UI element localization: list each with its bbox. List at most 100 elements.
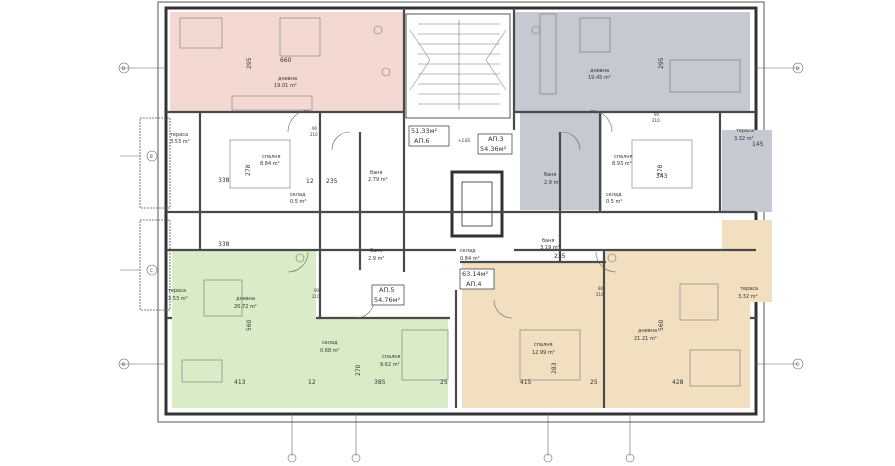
interior-walls xyxy=(166,8,756,408)
apt6-label: АП.6 xyxy=(414,137,430,145)
dim-210b: 210 xyxy=(652,118,660,123)
dim-428: 428 xyxy=(672,379,684,386)
dim-90a: 90 xyxy=(312,126,318,131)
apt4-area: 63.14м² xyxy=(462,270,489,278)
dim-343: 343 xyxy=(656,173,668,180)
elevator-car xyxy=(461,181,493,227)
apt6-tag-box xyxy=(408,125,450,147)
room-apt4-living-name: дневна xyxy=(638,328,657,334)
room-apt3-bedroom-area: 8.93 m² xyxy=(612,161,632,167)
room-apt5-living-area: 20.72 m² xyxy=(234,304,257,310)
room-apt3-bath-name: баня xyxy=(544,172,556,178)
room-apt6-terrace-area: 3.53 m² xyxy=(170,139,190,145)
room-apt3-bedroom-name: спалня xyxy=(614,154,633,160)
dim-12a: 12 xyxy=(306,178,314,185)
apt4-tag-box xyxy=(459,268,495,290)
room-apt6-bedroom-area: 8.84 m² xyxy=(260,161,280,167)
apt5-terrace xyxy=(139,219,171,311)
apt3-tag-box xyxy=(477,133,513,155)
room-apt5-terrace-name: тераса xyxy=(168,288,186,294)
apt6-area: 51.33м² xyxy=(411,127,438,135)
axis-right-top: D xyxy=(796,66,799,71)
dim-270: 270 xyxy=(355,364,362,376)
dim-235b: 235 xyxy=(554,253,566,260)
dim-210c: 210 xyxy=(312,294,320,299)
dim-210a: 210 xyxy=(310,132,318,137)
apt3-area: 54.36м² xyxy=(480,145,507,153)
dim-210d: 210 xyxy=(596,292,604,297)
axis-left-bottom: B xyxy=(122,362,125,367)
axis-left-top: D xyxy=(122,66,125,71)
room-apt3-terrace-area: 3.32 m² xyxy=(734,136,754,142)
apt6-living-fill xyxy=(170,12,404,112)
apt5-bedroom-fill xyxy=(316,318,448,408)
dim-25b: 25 xyxy=(590,379,598,386)
dim-25a: 25 xyxy=(440,379,448,386)
elevator-shaft xyxy=(450,170,504,238)
room-apt3-living-area: 19.45 m² xyxy=(588,75,611,81)
bottom-axes xyxy=(287,414,635,463)
axis-right-bottom: C xyxy=(796,362,799,367)
room-apt3-storage-name: склад xyxy=(606,192,622,198)
dim-278a: 278 xyxy=(245,164,252,176)
room-apt6-storage-area: 0.5 m² xyxy=(290,199,306,205)
room-apt5-bedroom-name: спалня xyxy=(382,354,401,360)
room-apt6-bedroom-name: спалня xyxy=(262,154,281,160)
room-apt3-storage-area: 0.5 m² xyxy=(606,199,622,205)
dim-90b: 90 xyxy=(654,112,660,117)
room-apt6-bath-name: баня xyxy=(370,170,382,176)
level-mark: +2.85 xyxy=(458,138,471,143)
stair-core xyxy=(405,13,511,119)
room-apt4-terrace-name: тераса xyxy=(740,286,758,292)
door-swings xyxy=(287,109,617,319)
dim-560a: 560 xyxy=(246,319,253,331)
dim-235a: 235 xyxy=(326,178,338,185)
room-apt5-bath-name: баня xyxy=(370,248,382,254)
dim-90c: 90 xyxy=(314,288,320,293)
grid-axes xyxy=(118,62,804,370)
apt5-fill xyxy=(172,250,316,408)
room-apt6-living-area: 19.01 m² xyxy=(274,83,297,89)
room-apt3-living-name: дневна xyxy=(590,68,609,74)
room-apt3-bath-area: 2.9 m² xyxy=(544,180,560,186)
apt4-label: АП.4 xyxy=(466,280,482,288)
apt3-label: АП.3 xyxy=(488,135,504,143)
dim-283: 283 xyxy=(551,362,558,374)
dim-90d: 90 xyxy=(598,286,604,291)
room-apt4-bedroom-name: спалня xyxy=(534,342,553,348)
apt3-living-fill xyxy=(514,12,750,112)
room-apt6-storage-name: склад xyxy=(290,192,306,198)
room-apt5-storage-area: 0.68 m² xyxy=(320,348,340,354)
room-apt4-terrace-area: 3.32 m² xyxy=(738,294,758,300)
apt4-terrace-fill xyxy=(722,220,772,302)
room-apt5-terrace-area: 3.53 m² xyxy=(168,296,188,302)
dim-660: 660 xyxy=(280,57,292,64)
dim-12b: 12 xyxy=(308,379,316,386)
dim-145: 145 xyxy=(752,141,764,148)
room-apt4-bedroom-area: 12.99 m² xyxy=(532,350,555,356)
room-apt6-bath-area: 2.79 m² xyxy=(368,177,388,183)
dim-295b: 295 xyxy=(658,57,665,69)
dim-278b: 278 xyxy=(657,164,664,176)
apt6-terrace xyxy=(139,117,171,209)
room-labels: дневна 19.01 m² спалня 8.84 m² баня 2.79… xyxy=(168,68,758,368)
stair-flights xyxy=(418,20,500,110)
room-apt6-living-name: дневна xyxy=(278,76,297,82)
dim-338b: 338 xyxy=(218,241,230,248)
furniture xyxy=(179,13,741,387)
room-apt5-bath-area: 2.9 m² xyxy=(368,256,384,262)
room-apt4-living-area: 21.21 m² xyxy=(634,336,657,342)
stair-zigzag xyxy=(409,29,507,91)
dim-385: 385 xyxy=(374,379,386,386)
room-apt4-bath-name: баня xyxy=(542,238,554,244)
apt5-tag-box xyxy=(371,284,405,306)
room-apt5-bedroom-area: 9.62 m² xyxy=(380,362,400,368)
room-apt4-storage-name: склад xyxy=(460,248,476,254)
apt5-area: 54.76м² xyxy=(374,296,401,304)
room-apt4-storage-area: 0.84 m² xyxy=(460,256,480,262)
dim-338a: 338 xyxy=(218,177,230,184)
room-apt4-bath-area: 3.19 m² xyxy=(540,245,560,251)
dimension-labels: 660 295 295 278 278 338 343 235 12 338 2… xyxy=(218,57,764,386)
room-apt5-living-name: дневна xyxy=(236,296,255,302)
